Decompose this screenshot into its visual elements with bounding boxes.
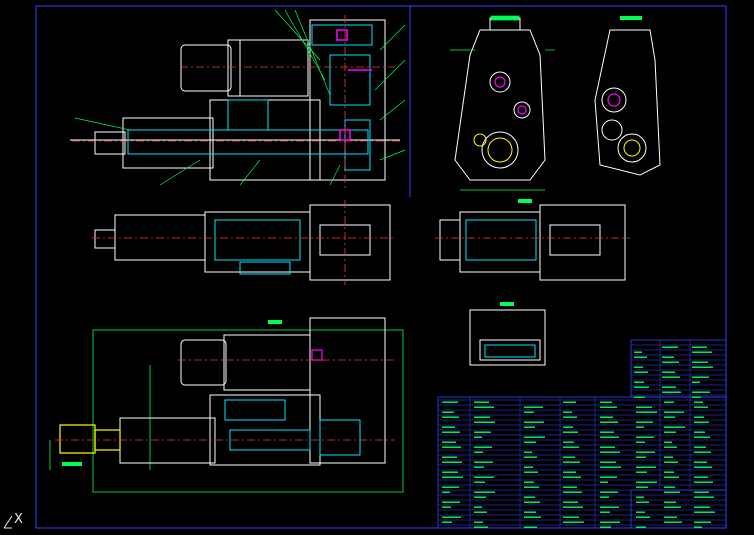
drawing-frame xyxy=(35,5,727,529)
ucs-axis-icon xyxy=(3,515,13,529)
small-detail-view xyxy=(469,302,546,366)
assembly-view xyxy=(49,317,404,493)
ucs-axis-label: X xyxy=(2,511,32,533)
gearbox-front-view xyxy=(450,15,555,191)
ucs-x-label: X xyxy=(14,512,23,527)
main-section-view xyxy=(70,9,406,190)
parts-list-table xyxy=(437,339,727,529)
plan-view-right xyxy=(435,199,630,281)
plan-view-left xyxy=(92,200,395,285)
gearbox-side-view xyxy=(594,16,661,176)
